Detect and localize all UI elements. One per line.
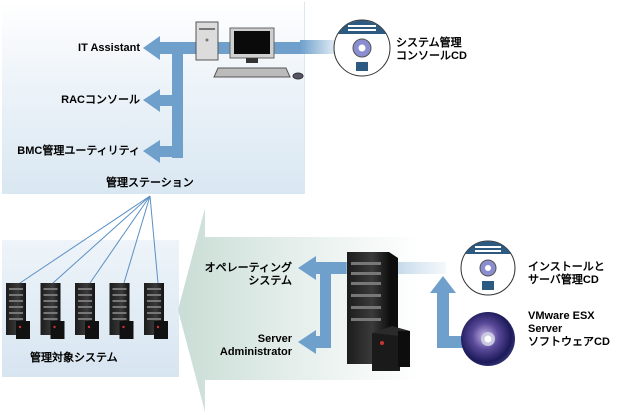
component-label-server-admin-line2: Administrator — [219, 346, 292, 358]
arrow-head-rac — [143, 89, 160, 112]
component-label-os: オペレーティング システム — [205, 262, 292, 288]
tool-label-it-assistant: IT Assistant — [78, 42, 140, 54]
tool-label-rac-console: RACコンソール — [61, 94, 140, 106]
tool-label-bmc-utility: BMC管理ユーティリティ — [17, 145, 140, 157]
managed-server-icon — [40, 283, 65, 339]
install-cd-label-line2: サーバ管理CD — [528, 274, 599, 286]
management-pc-icon — [195, 21, 304, 80]
arrow-shaft-from-cd — [300, 40, 340, 54]
managed-server-icon — [6, 283, 30, 339]
vmware-cd-label-line1: VMware ESX — [528, 310, 595, 322]
vmware-cd-label-line2: Server — [528, 323, 563, 335]
managed-server-icon — [75, 283, 99, 339]
component-label-os-line1: オペレーティング — [204, 262, 292, 274]
managed-node-server-icon — [347, 252, 410, 371]
managed-systems-title: 管理対象システム — [30, 352, 118, 364]
station-cd-label: システム管理 コンソールCD — [396, 37, 467, 63]
install-cd-icon — [460, 240, 516, 296]
vmware-cd-label-line3: ソフトウェアCD — [528, 336, 610, 348]
arrow-head-os — [298, 256, 316, 280]
managed-server-icon — [109, 283, 134, 339]
arrow-head-up — [430, 276, 456, 293]
connection-lines — [19, 195, 159, 284]
vmware-cd-icon — [461, 312, 515, 366]
arrow-head-bmc — [143, 140, 160, 163]
arrow-head-it-assistant — [143, 36, 160, 60]
station-cd-icon — [333, 19, 391, 77]
install-cd-label: インストールと サーバ管理CD — [528, 261, 605, 287]
component-label-server-admin: Server Administrator — [220, 333, 292, 359]
vmware-cd-label: VMware ESX Server ソフトウェアCD — [528, 310, 610, 349]
station-cd-label-line1: システム管理 — [396, 37, 462, 49]
station-cd-label-line2: コンソールCD — [396, 50, 467, 62]
arrow-head-server-admin — [298, 330, 316, 354]
install-cd-label-line1: インストールと — [528, 261, 605, 273]
component-label-server-admin-line1: Server — [257, 333, 292, 345]
managed-servers — [6, 283, 168, 339]
managed-server-icon — [144, 283, 168, 339]
component-label-os-line2: システム — [248, 275, 292, 287]
management-station-title: 管理ステーション — [106, 177, 194, 189]
